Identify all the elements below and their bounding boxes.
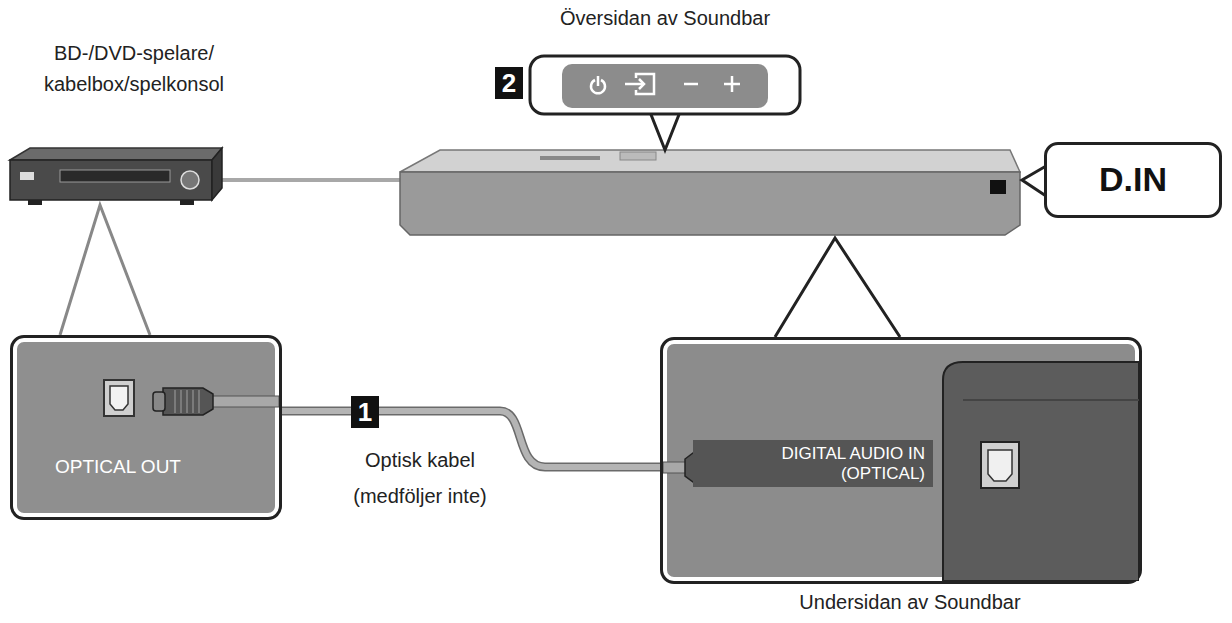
optical-out-inset: OPTICAL OUT bbox=[10, 335, 282, 520]
soundbar bbox=[400, 150, 1020, 235]
callout-number: 1 bbox=[351, 396, 379, 428]
pointer-line bbox=[775, 238, 900, 337]
pointer-line bbox=[60, 205, 150, 335]
d-in-callout: D.IN bbox=[1044, 142, 1222, 218]
player-device bbox=[10, 148, 222, 205]
bubble-tail bbox=[1022, 166, 1046, 196]
hdmi-cable bbox=[212, 178, 402, 182]
digital-in-inset: DIGITAL AUDIO IN (OPTICAL) bbox=[660, 337, 1142, 584]
top-panel-inset bbox=[530, 56, 800, 150]
node-text: OPTICAL OUT bbox=[13, 456, 223, 478]
view-caption: Översidan av Soundbar bbox=[560, 6, 770, 30]
device-caption: BD-/DVD-spelare/ kabelbox/spelkonsol bbox=[4, 38, 264, 100]
cable-caption: Optisk kabel (medföljer inte) bbox=[325, 442, 515, 514]
node-text: D.IN bbox=[1099, 160, 1167, 199]
node-text: DIGITAL AUDIO IN (OPTICAL) bbox=[693, 440, 933, 487]
inset-illustration bbox=[13, 338, 279, 517]
view-caption: Undersidan av Soundbar bbox=[799, 590, 1020, 614]
callout-number: 2 bbox=[495, 67, 523, 99]
